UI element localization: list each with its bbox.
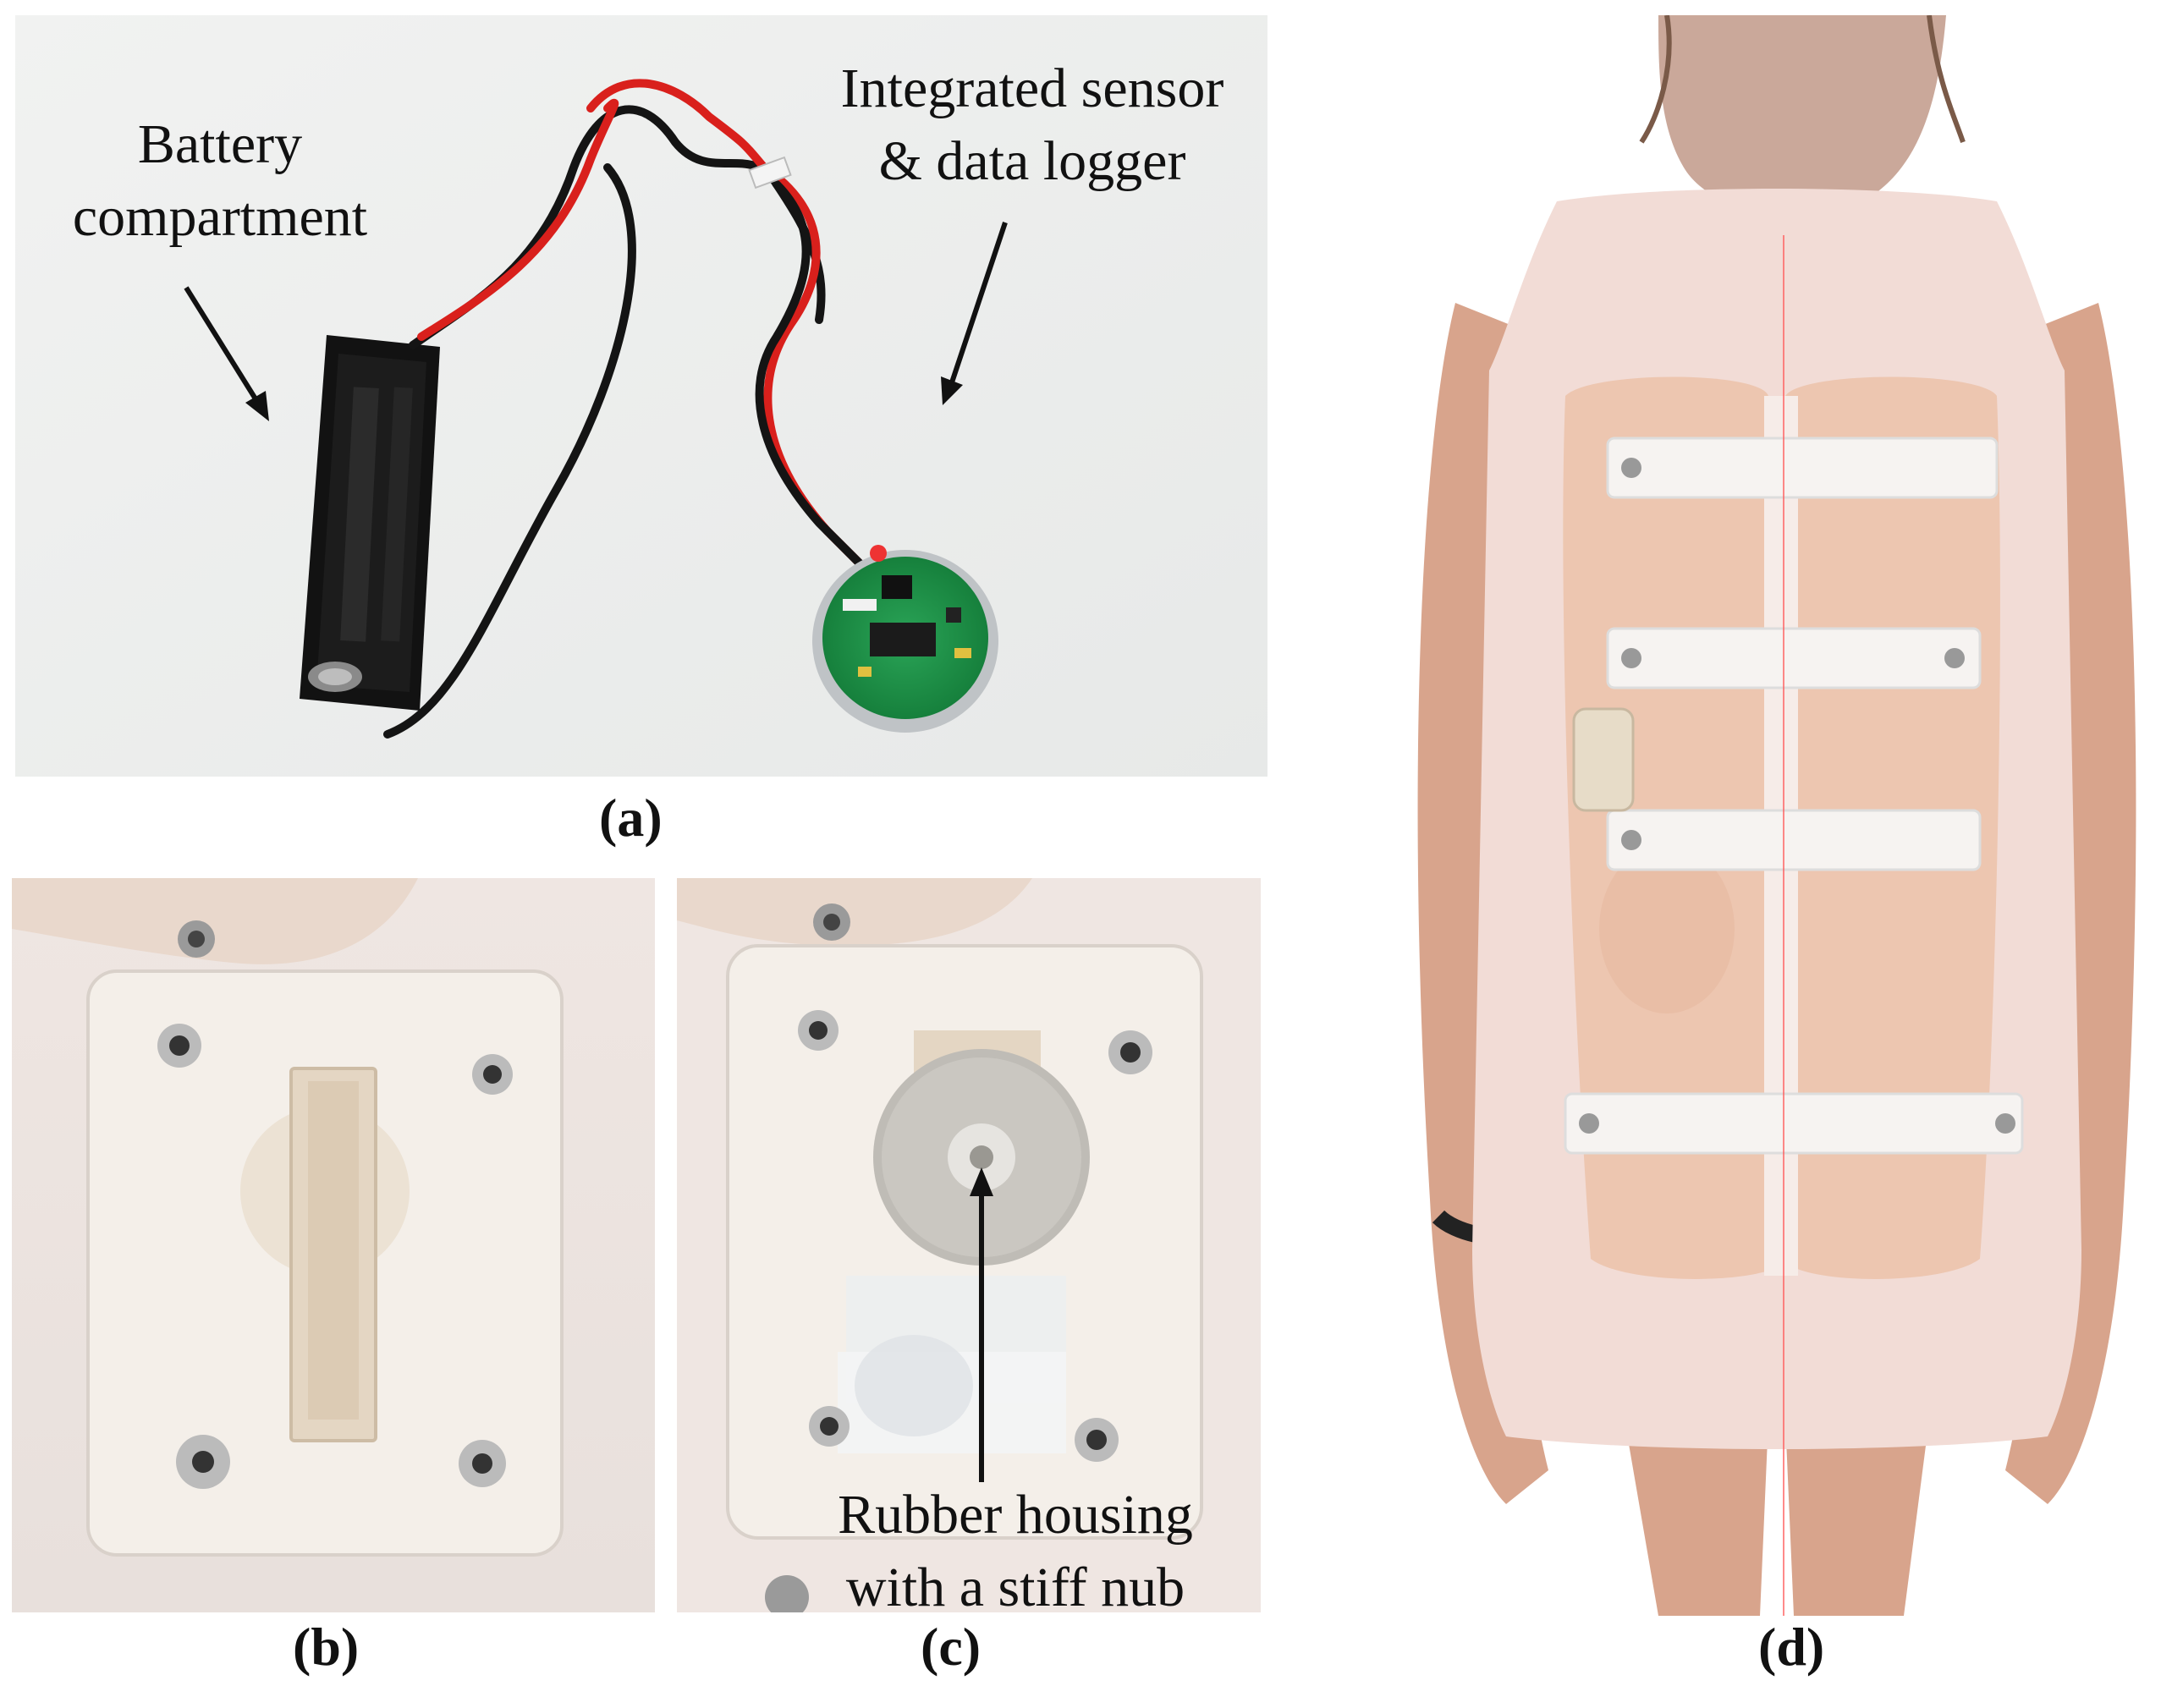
- battery-holder: [300, 335, 440, 711]
- rubber-housing: [873, 1049, 1090, 1266]
- housing-caption-line-1: Rubber housing: [838, 1484, 1193, 1546]
- panel-b-photo: [12, 878, 655, 1612]
- sensor-board: [812, 545, 998, 733]
- screw-holes: [157, 920, 513, 1489]
- battery-compartment-caption: Battery compartment: [51, 108, 389, 254]
- panel-c-label: (c): [921, 1617, 982, 1677]
- sensor-caption-line-2: & data logger: [878, 130, 1186, 192]
- screw-holes: [765, 903, 1152, 1612]
- sensor-caption-line-1: Integrated sensor: [840, 58, 1224, 119]
- arrow-icon: [184, 286, 269, 421]
- panel-d-label: (d): [1758, 1617, 1825, 1677]
- battery-caption-line-2: compartment: [72, 186, 368, 248]
- arrow-icon: [941, 222, 1008, 405]
- brace-straps: [1564, 437, 2024, 1155]
- mounted-sensor: [1572, 707, 1635, 812]
- battery-caption-line-1: Battery: [137, 113, 303, 175]
- panel-a-label: (a): [599, 788, 663, 848]
- panel-d-photo: [1405, 15, 2149, 1616]
- panel-a-photo: [15, 15, 1267, 777]
- wires: [383, 79, 878, 739]
- rubber-housing-caption: Rubber housing with a stiff nub: [787, 1479, 1244, 1624]
- panel-c-photo: [677, 878, 1261, 1612]
- arrow-icon: [970, 1167, 993, 1482]
- integrated-sensor-caption: Integrated sensor & data logger: [795, 52, 1269, 198]
- housing-caption-line-2: with a stiff nub: [845, 1557, 1185, 1618]
- panel-b-label: (b): [293, 1617, 360, 1677]
